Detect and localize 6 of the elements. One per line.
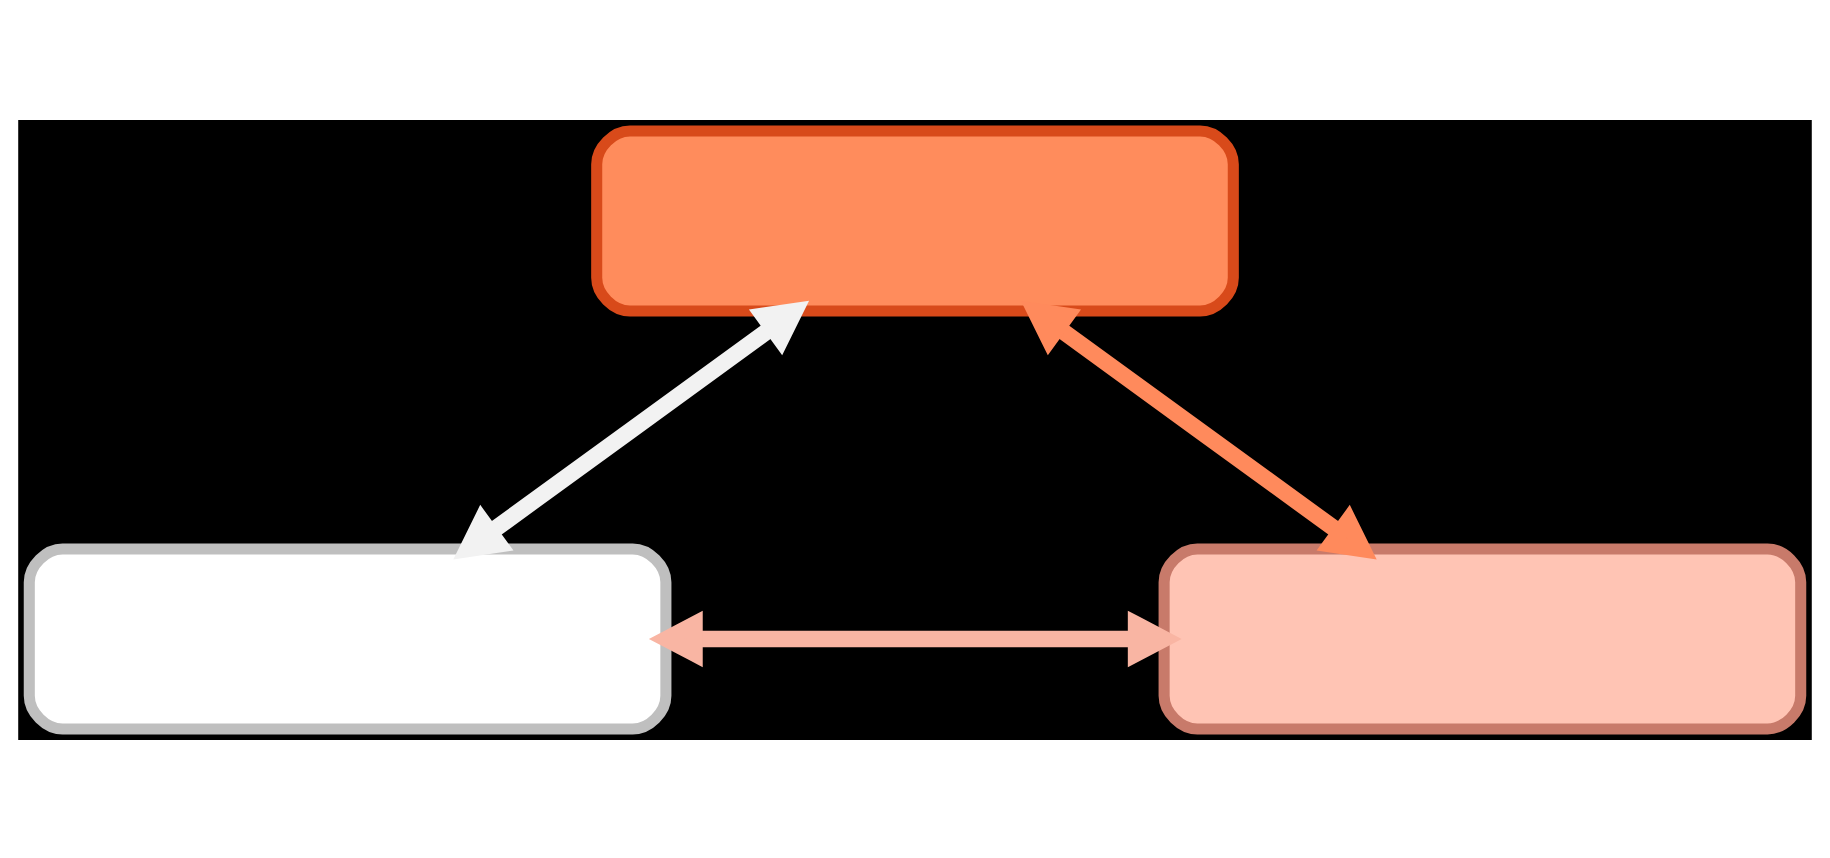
node-box — [1158, 542, 1807, 734]
node-box — [591, 124, 1239, 316]
arrow — [1020, 299, 1377, 559]
node-box — [23, 542, 672, 734]
arrow — [453, 299, 810, 559]
arrow — [648, 609, 1182, 667]
